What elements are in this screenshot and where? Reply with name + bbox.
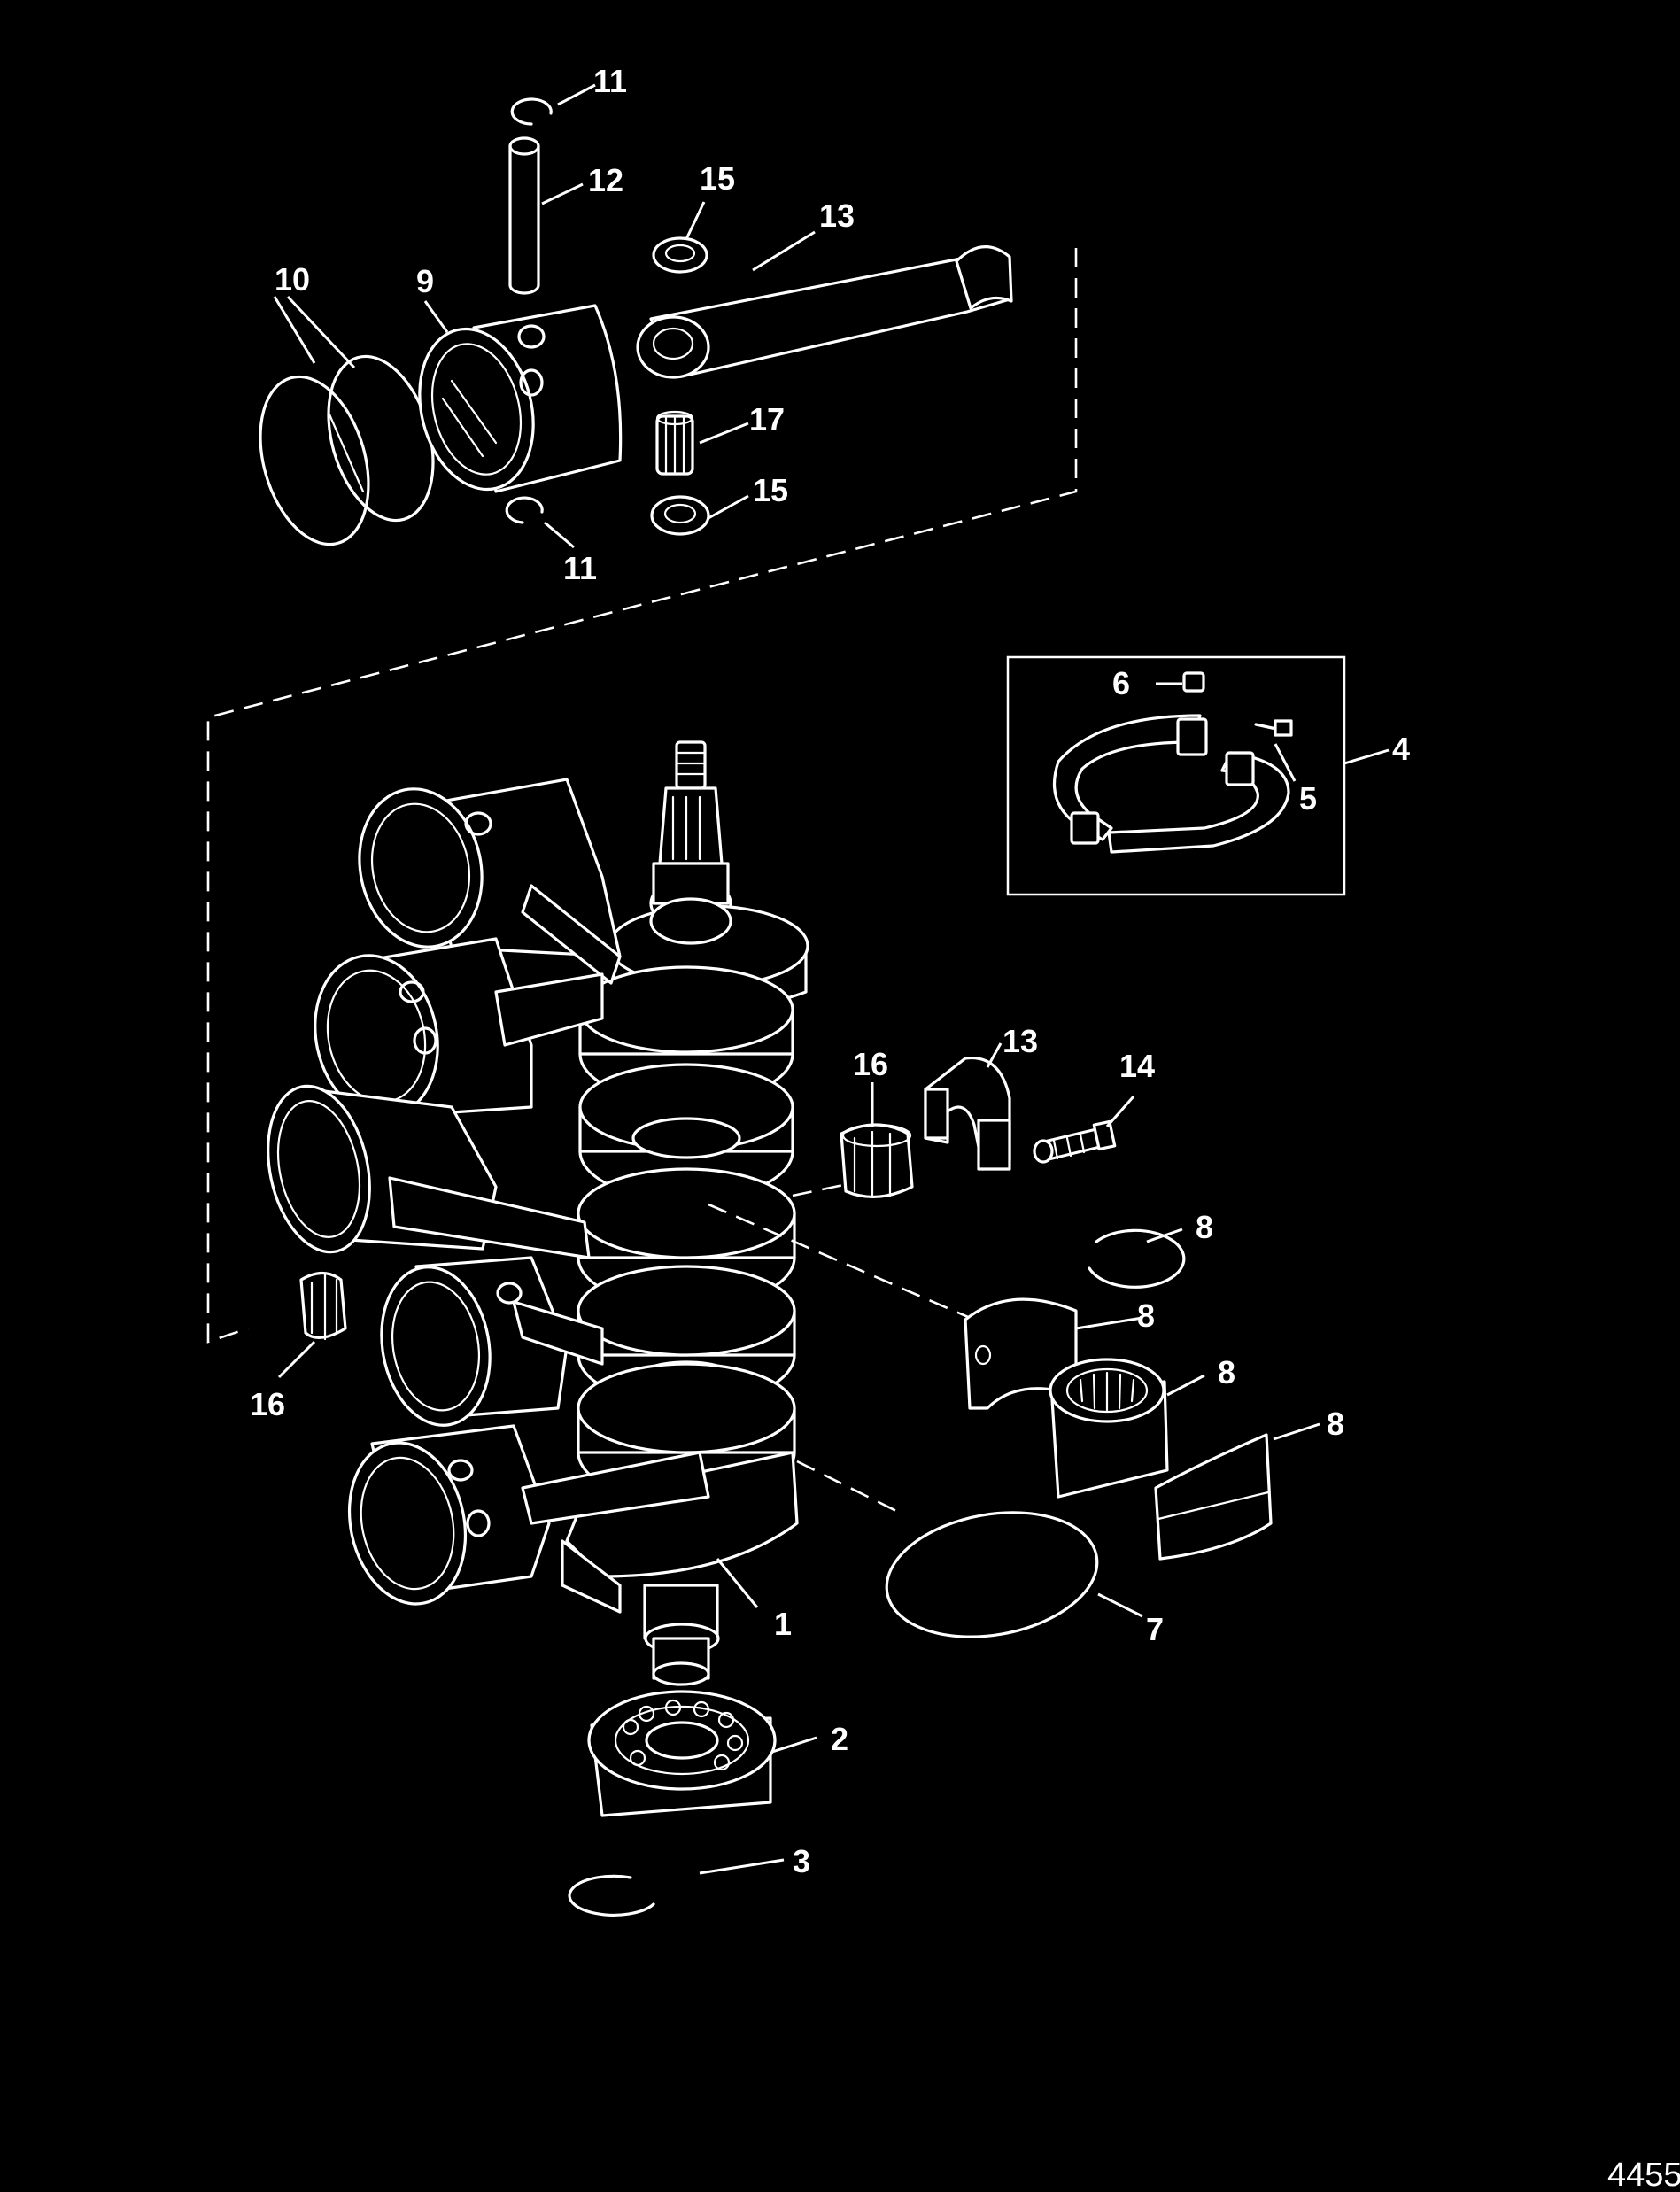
installed-piston-3 — [267, 1084, 591, 1259]
callout-10: 10 — [275, 261, 310, 298]
callout-1: 1 — [774, 1606, 792, 1642]
callout-8-race-upper: 8 — [1137, 1297, 1155, 1334]
bearing-snap-ring — [568, 1874, 655, 1917]
connecting-rod-cap — [924, 1056, 1011, 1171]
installed-piston-1 — [358, 778, 622, 985]
callout-3: 3 — [793, 1843, 810, 1879]
piston-ring-outer — [259, 375, 370, 546]
seal-ring-half-right — [1107, 751, 1290, 854]
callout-8-ring: 8 — [1196, 1209, 1213, 1245]
connecting-rod-bolt — [1033, 1119, 1117, 1164]
bearing-retaining-ring — [1088, 1228, 1186, 1289]
installed-piston-5 — [347, 1424, 710, 1606]
crankshaft-lower-web — [565, 1451, 799, 1578]
piston-pin — [508, 136, 540, 295]
dowel-pin — [1182, 671, 1205, 693]
piston-pin-lock-ring-bottom — [505, 496, 544, 524]
callout-16-left: 16 — [250, 1386, 285, 1422]
callout-13-right: 13 — [1003, 1023, 1038, 1059]
installed-pistons — [267, 778, 710, 1606]
needle-bearing-upper — [655, 410, 694, 476]
needle-bearing-cage-right — [840, 1123, 914, 1199]
reference-line-upper — [206, 248, 1078, 1344]
callout-8-roller: 8 — [1218, 1354, 1235, 1390]
thrust-washer-top — [652, 236, 708, 274]
installed-piston-4 — [380, 1256, 604, 1427]
callout-2: 2 — [831, 1721, 848, 1757]
crankshaft-assembly — [561, 740, 809, 1686]
installed-piston-2 — [314, 937, 604, 1119]
callout-13-top: 13 — [819, 198, 855, 234]
crankshaft-seal-ring — [885, 1511, 1099, 1638]
piston-pin-lock-ring-top — [510, 97, 553, 126]
callout-15-bottom: 15 — [753, 472, 788, 508]
callout-5: 5 — [1299, 780, 1317, 817]
seal-screw — [1254, 719, 1293, 737]
bearing-race-half-lower — [1154, 1433, 1273, 1561]
callout-11-bottom: 11 — [563, 550, 597, 586]
callout-14: 14 — [1119, 1048, 1155, 1084]
callout-8-race-lower: 8 — [1327, 1406, 1344, 1442]
callout-15-top: 15 — [700, 160, 735, 197]
callout-7: 7 — [1146, 1611, 1164, 1647]
callout-16-right: 16 — [853, 1046, 888, 1082]
upper-piston-assembly — [206, 97, 1078, 1344]
callout-12: 12 — [588, 162, 623, 198]
piston-upper — [418, 304, 623, 493]
connecting-rod-upper — [636, 245, 1013, 379]
callout-labels: 11 12 15 13 10 9 17 15 11 6 4 5 16 13 14… — [250, 63, 1410, 1879]
reference-line-ring — [796, 1460, 904, 1516]
inset-box — [1006, 655, 1346, 896]
callout-6: 6 — [1112, 665, 1130, 701]
callout-4: 4 — [1392, 731, 1410, 767]
callout-9: 9 — [416, 263, 434, 299]
roller-bearing — [1049, 1358, 1169, 1499]
callout-11-top: 11 — [593, 63, 627, 99]
seal-carrier-inset — [1006, 655, 1390, 896]
figure-id: 4455 — [1607, 2157, 1680, 2192]
needle-bearing-cage-left — [299, 1271, 347, 1341]
thrust-washer-bottom — [650, 495, 710, 536]
leader-lines — [273, 83, 1320, 1875]
reference-line-bearing — [708, 1203, 975, 1321]
ball-bearing — [587, 1690, 777, 1817]
callout-17: 17 — [749, 401, 785, 438]
